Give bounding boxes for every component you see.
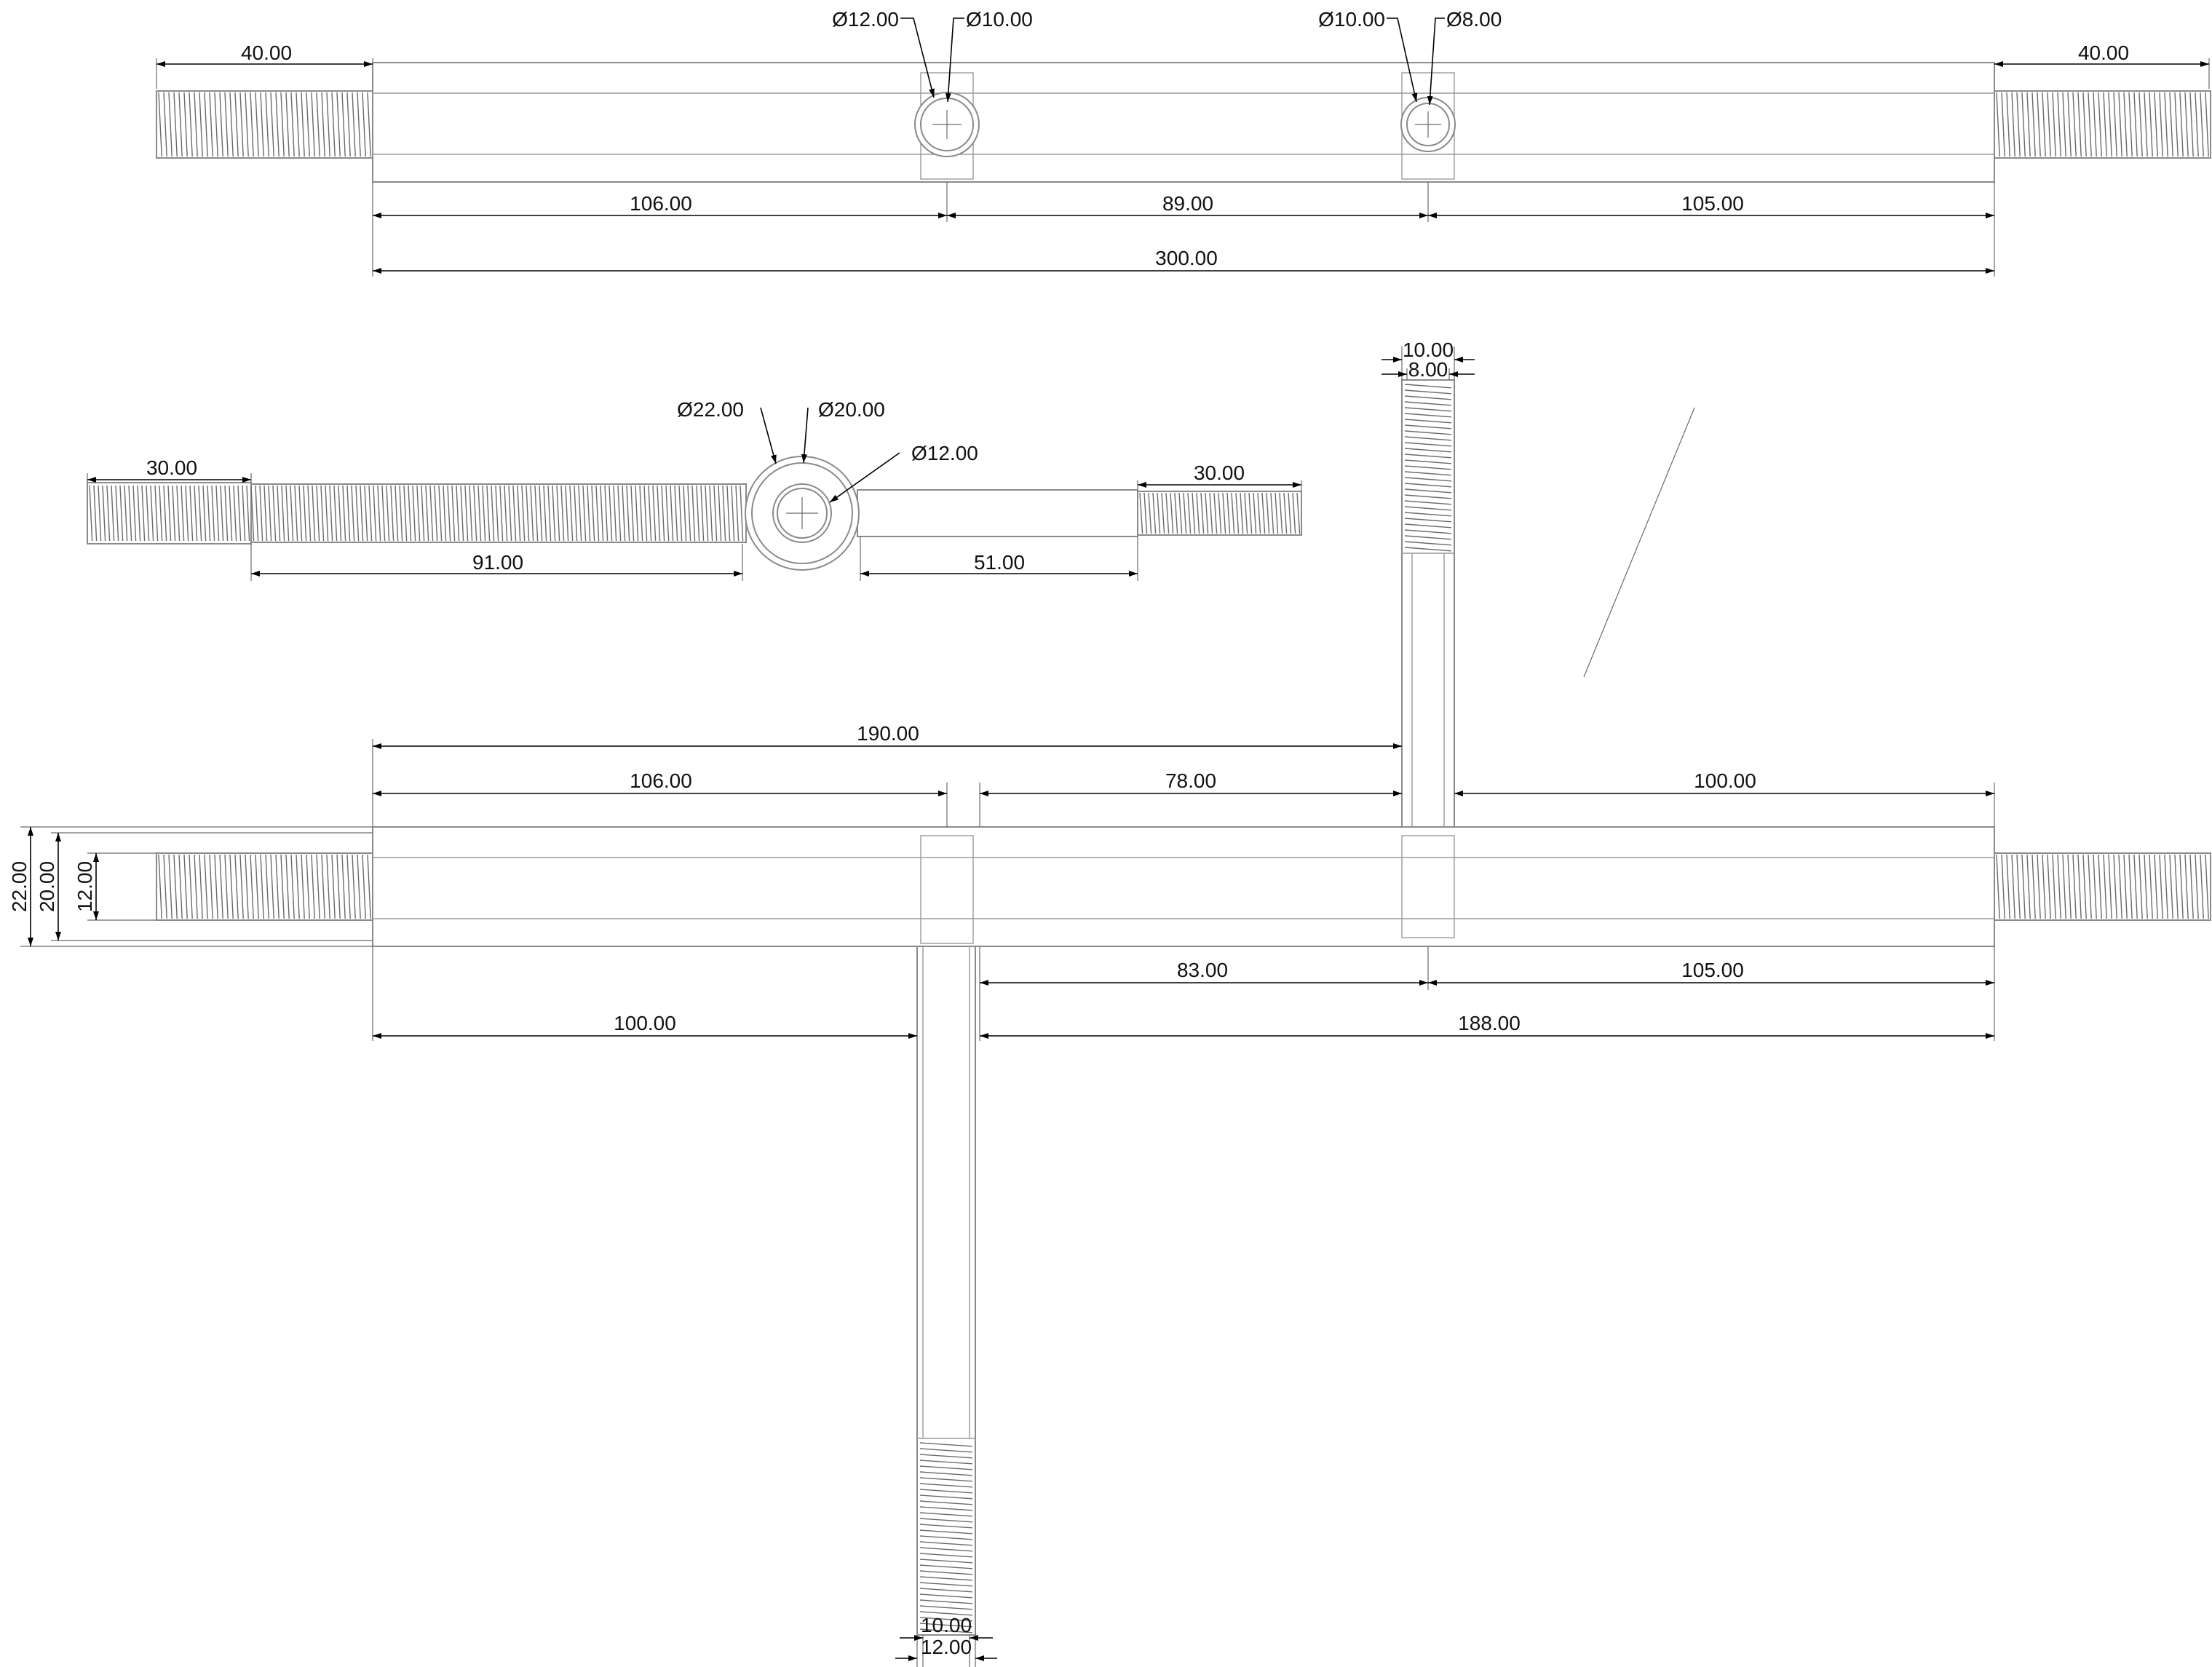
top-hole-1	[914, 72, 980, 180]
front-bottom-rod	[916, 943, 976, 1636]
dim-front-height-20: 20.00	[36, 861, 58, 912]
dim-sec-right-body: 51.00	[974, 551, 1025, 574]
dim-top-left-thread: 40.00	[241, 41, 292, 64]
callout-hole1-outer: Ø12.00	[832, 8, 899, 31]
dim-top-seg3: 105.00	[1681, 192, 1744, 215]
top-hole-2	[1400, 72, 1456, 180]
dim-front-78: 78.00	[1165, 769, 1216, 792]
front-top-rod	[1401, 379, 1455, 834]
callout-sec-mid-dia: Ø20.00	[818, 398, 885, 421]
dim-front-100-right: 100.00	[1694, 769, 1756, 792]
top-left-thread	[156, 90, 373, 159]
dim-sec-left-body: 91.00	[472, 551, 523, 574]
front-view: 10.00 8.00 190.00 106.00 78.00 100.00 22…	[8, 338, 2211, 1667]
dim-front-height-22: 22.00	[8, 861, 31, 912]
section-view: 30.00 30.00 91.00 51.00 Ø22.00 Ø20.00 Ø1…	[87, 398, 1302, 581]
dim-front-100-left: 100.00	[614, 1012, 676, 1034]
top-view: 40.00 40.00 Ø12.00 Ø10.00 Ø10.00 Ø8.00 1…	[156, 8, 2211, 277]
dim-front-83: 83.00	[1177, 959, 1228, 981]
top-main-body	[372, 62, 1995, 183]
dim-top-seg2: 89.00	[1162, 192, 1213, 215]
dim-front-bottom-rod-outer: 12.00	[921, 1636, 972, 1658]
callout-sec-outer-dia: Ø22.00	[677, 398, 744, 421]
dim-front-190: 190.00	[857, 722, 919, 745]
dim-top-seg1: 106.00	[630, 192, 692, 215]
dim-front-188: 188.00	[1458, 1012, 1521, 1034]
construction-line	[1583, 407, 1695, 678]
dim-front-105: 105.00	[1681, 959, 1744, 981]
front-right-thread	[1994, 852, 2211, 921]
dim-top-right-thread: 40.00	[2078, 41, 2129, 64]
front-main-body	[372, 826, 1995, 947]
dim-front-bottom-rod-inner: 10.00	[921, 1614, 972, 1636]
callout-hole2-outer: Ø10.00	[1318, 8, 1385, 31]
dim-front-top-rod-inner: 8.00	[1408, 358, 1448, 381]
front-left-thread	[156, 852, 373, 921]
dim-sec-left-thread: 30.00	[146, 456, 197, 479]
section-hub	[745, 456, 860, 571]
top-right-thread	[1994, 90, 2211, 159]
dim-front-height-12: 12.00	[74, 861, 96, 912]
callout-hole2-inner: Ø8.00	[1446, 8, 1502, 31]
dim-front-top-rod-outer: 10.00	[1403, 338, 1454, 361]
callout-hole1-inner: Ø10.00	[966, 8, 1033, 31]
dim-sec-right-thread: 30.00	[1194, 462, 1245, 484]
section-right-body	[857, 489, 1138, 537]
dim-front-106: 106.00	[630, 769, 692, 792]
dim-top-total: 300.00	[1155, 247, 1218, 269]
callout-sec-inner-dia: Ø12.00	[911, 442, 978, 464]
